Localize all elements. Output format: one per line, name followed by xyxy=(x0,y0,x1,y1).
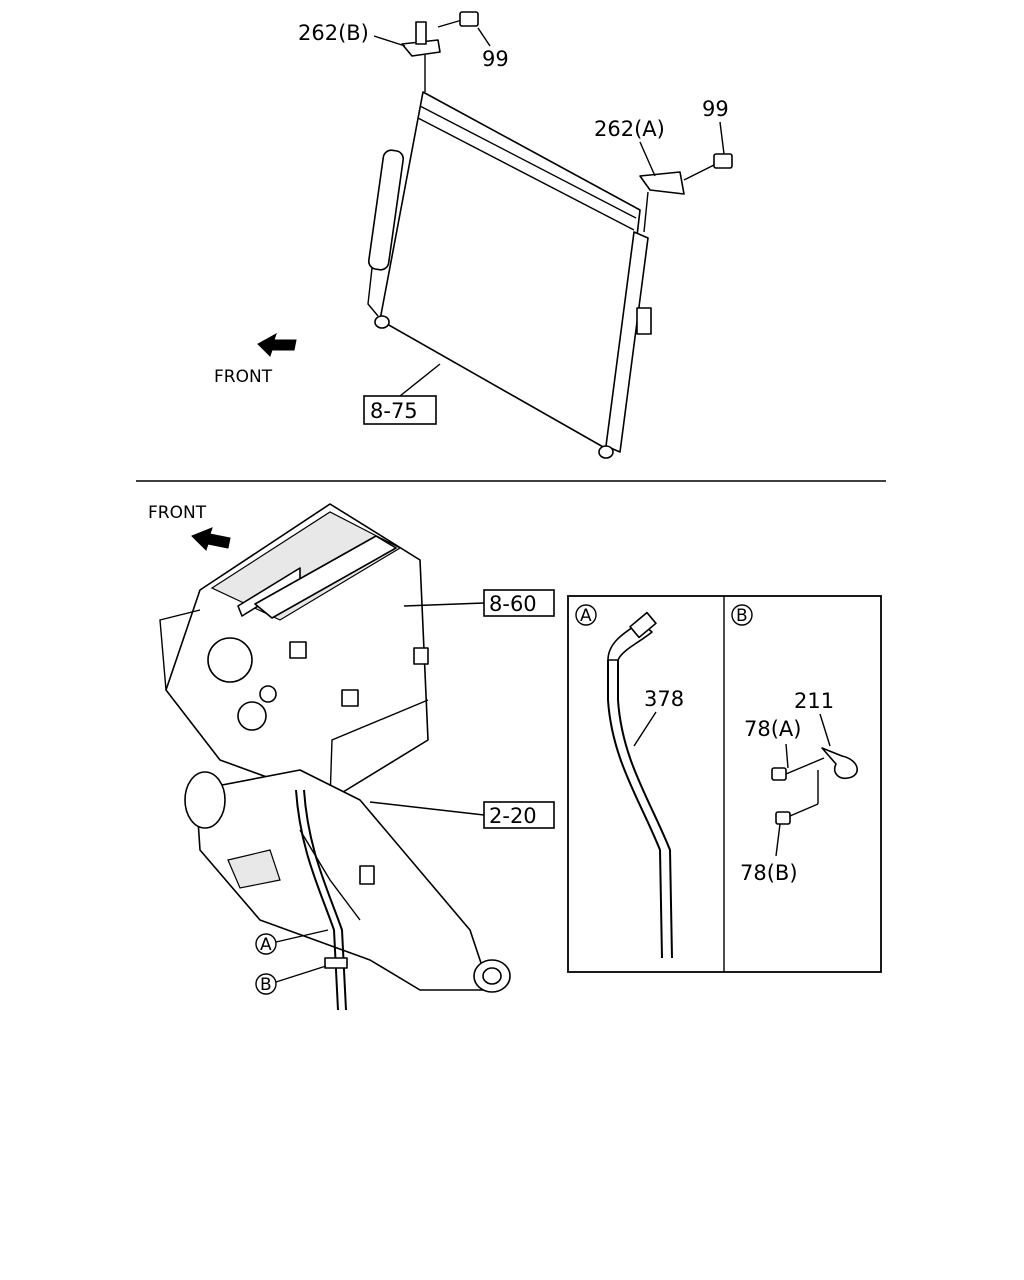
marker-a-circle xyxy=(255,933,277,955)
bolt-99-a-icon xyxy=(683,153,733,181)
callout-211: 211 xyxy=(794,689,834,713)
clip-211-icon xyxy=(821,747,858,780)
bolt-78b-icon xyxy=(775,770,819,825)
callout-262b: 262(B) xyxy=(298,21,369,45)
callout-262a: 262(A) xyxy=(594,117,665,141)
bolt-99-b-icon xyxy=(437,11,491,47)
side-bracket xyxy=(636,307,652,335)
detail-a-circle xyxy=(575,604,597,626)
callout-78a: 78(A) xyxy=(744,717,801,741)
callout-378: 378 xyxy=(644,687,684,711)
hose-378 xyxy=(607,611,673,959)
bracket-262b xyxy=(401,21,441,92)
callout-78b: 78(B) xyxy=(740,861,798,885)
front-label-bottom: FRONT xyxy=(148,503,207,523)
condenser-assembly xyxy=(367,91,652,459)
callout-99-b: 99 xyxy=(482,47,509,71)
callout-99-a: 99 xyxy=(702,97,729,121)
marker-b-circle xyxy=(255,973,277,995)
front-arrow-bottom-icon xyxy=(191,527,231,551)
receiver-drier xyxy=(367,149,405,271)
heater-unit xyxy=(159,503,429,801)
bolt-78a-icon xyxy=(771,757,825,781)
ref-8-75: 8-75 xyxy=(370,399,418,423)
ref-8-60: 8-60 xyxy=(489,592,537,616)
ref-box-8-60 xyxy=(483,589,555,617)
ref-box-2-20 xyxy=(483,801,555,829)
bracket-262a xyxy=(639,171,685,233)
front-arrow-icon xyxy=(257,332,297,357)
marker-b: B xyxy=(260,975,272,995)
breather-hose xyxy=(295,789,348,1011)
front-label-top: FRONT xyxy=(214,367,273,387)
condenser-right-tank xyxy=(605,231,649,453)
detail-b-circle xyxy=(731,604,753,626)
ref-2-20: 2-20 xyxy=(489,804,537,828)
detail-b-marker: B xyxy=(736,606,748,626)
detail-a-marker: A xyxy=(580,606,592,626)
transmission xyxy=(184,769,511,993)
marker-a: A xyxy=(260,935,272,955)
